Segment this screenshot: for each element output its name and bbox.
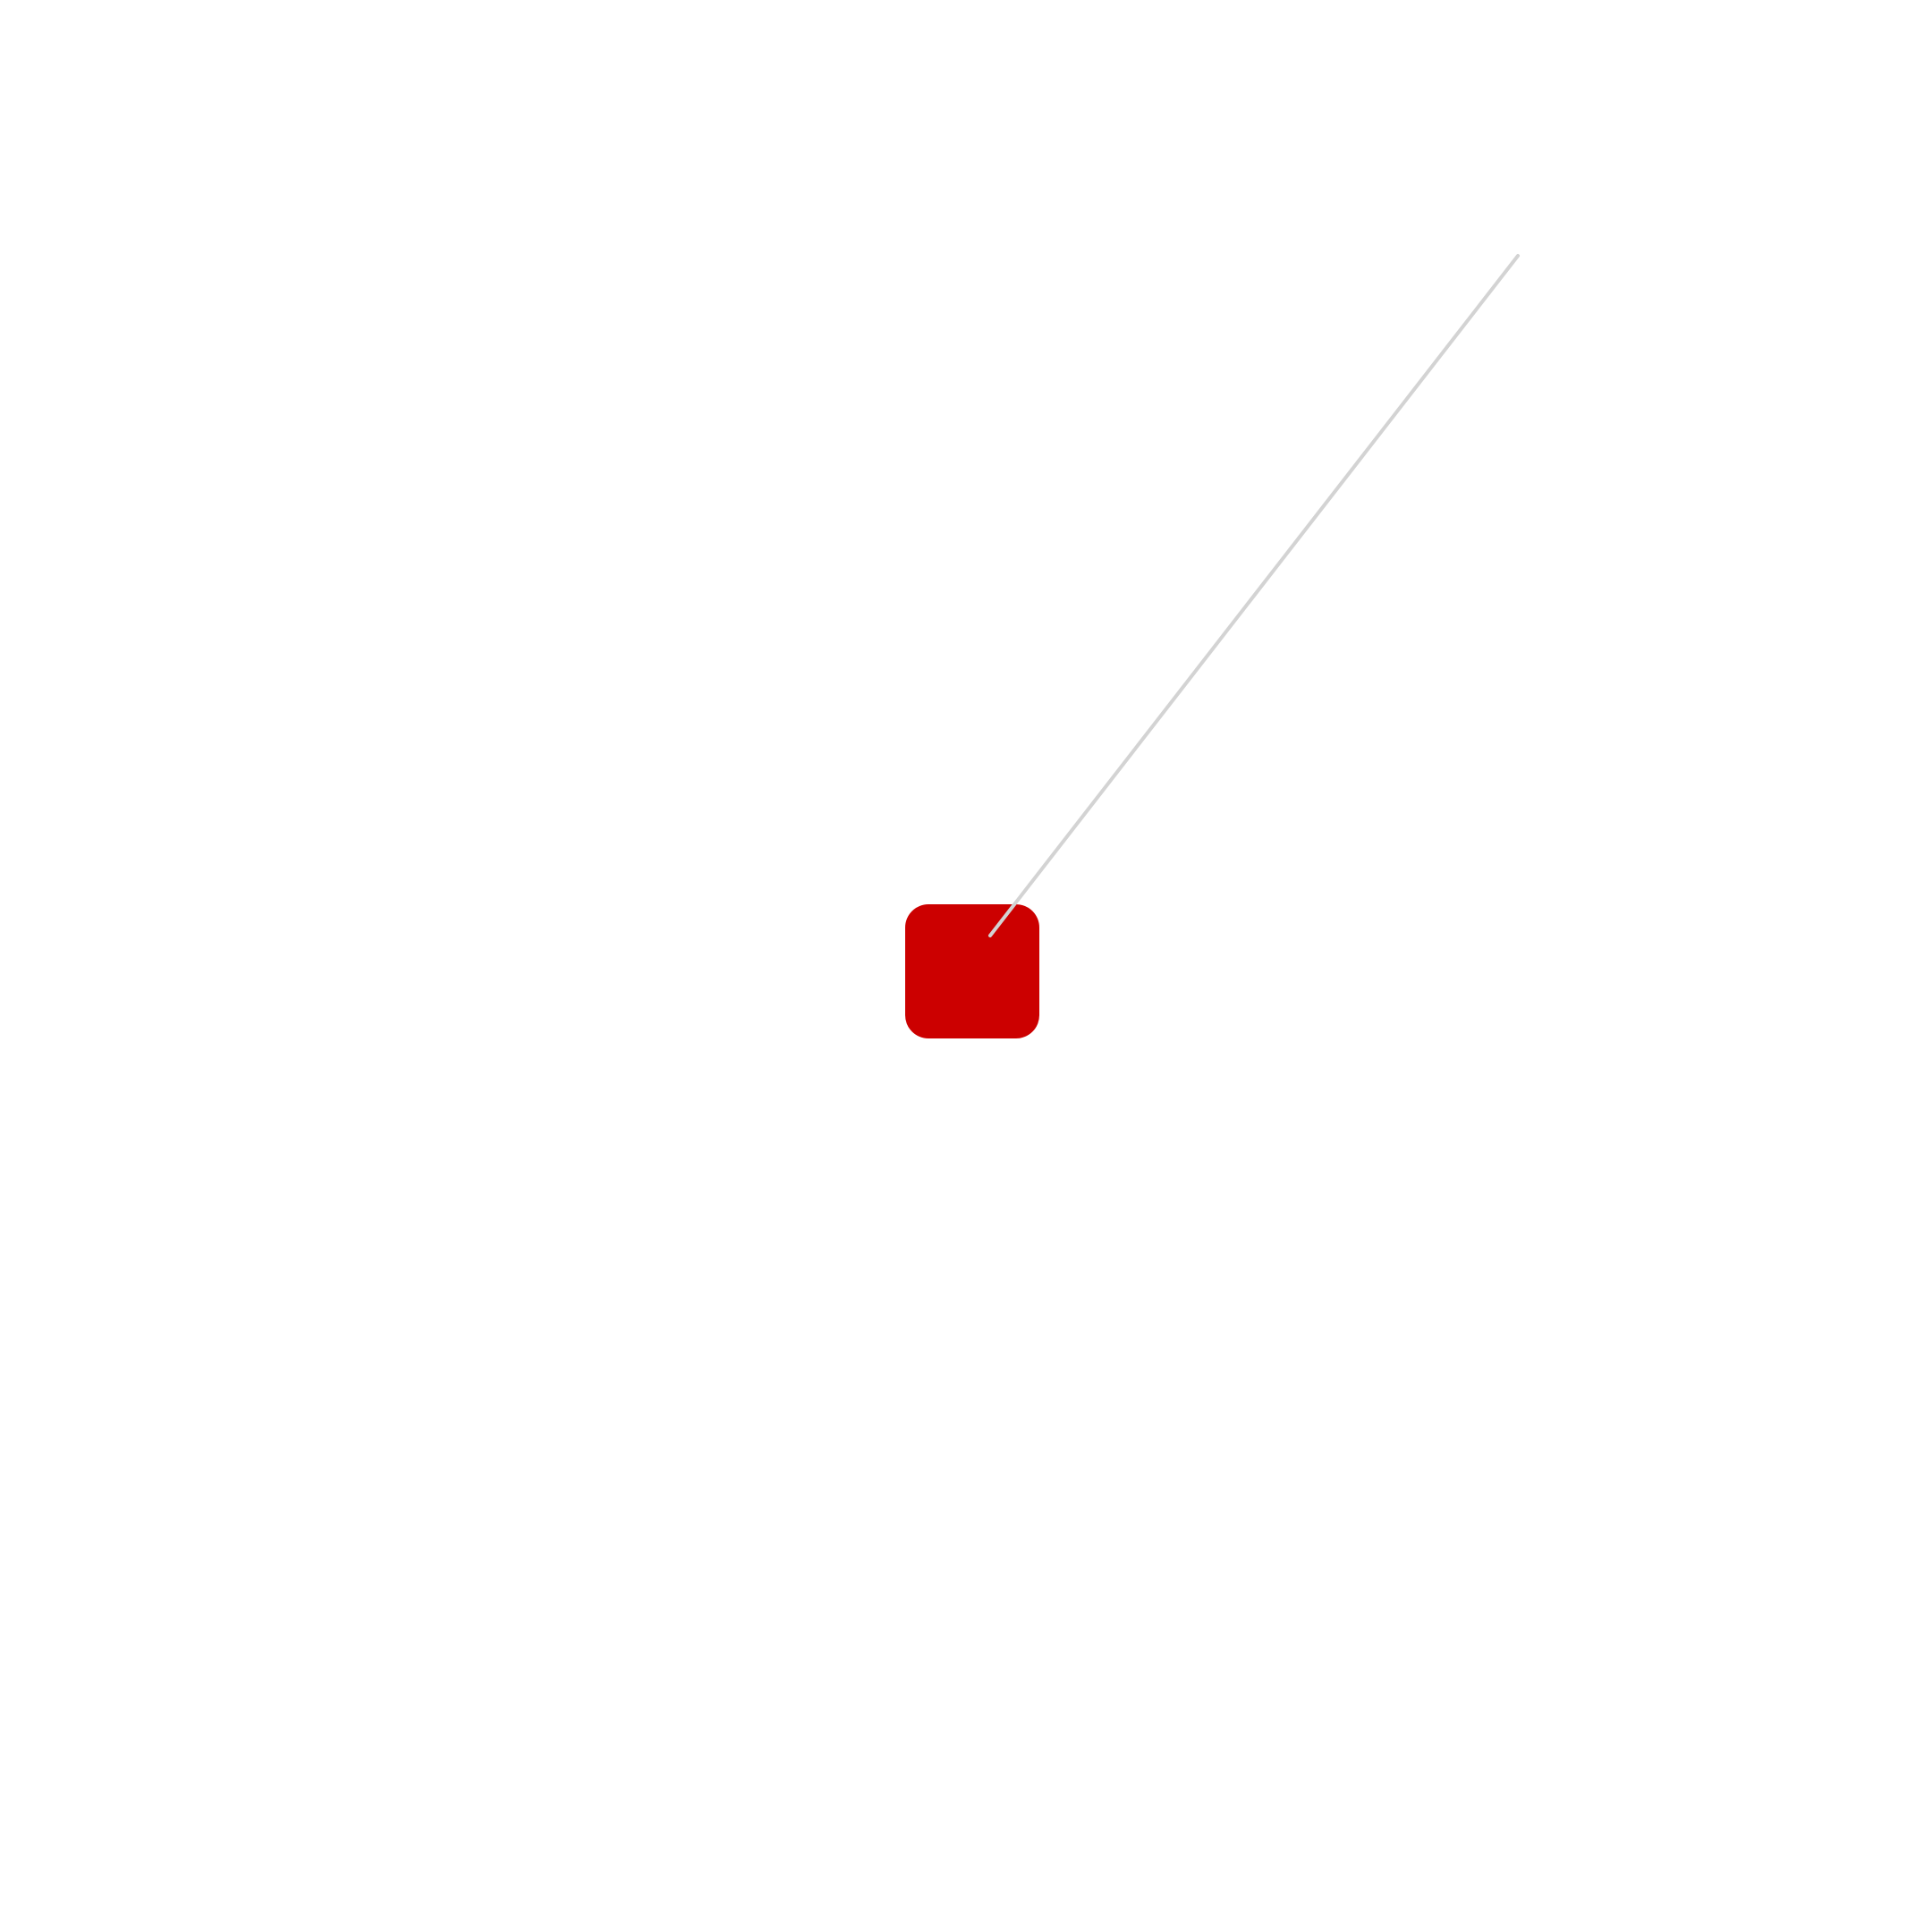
red-square-marker[interactable] xyxy=(905,904,1039,1038)
connector-line xyxy=(988,254,1520,937)
